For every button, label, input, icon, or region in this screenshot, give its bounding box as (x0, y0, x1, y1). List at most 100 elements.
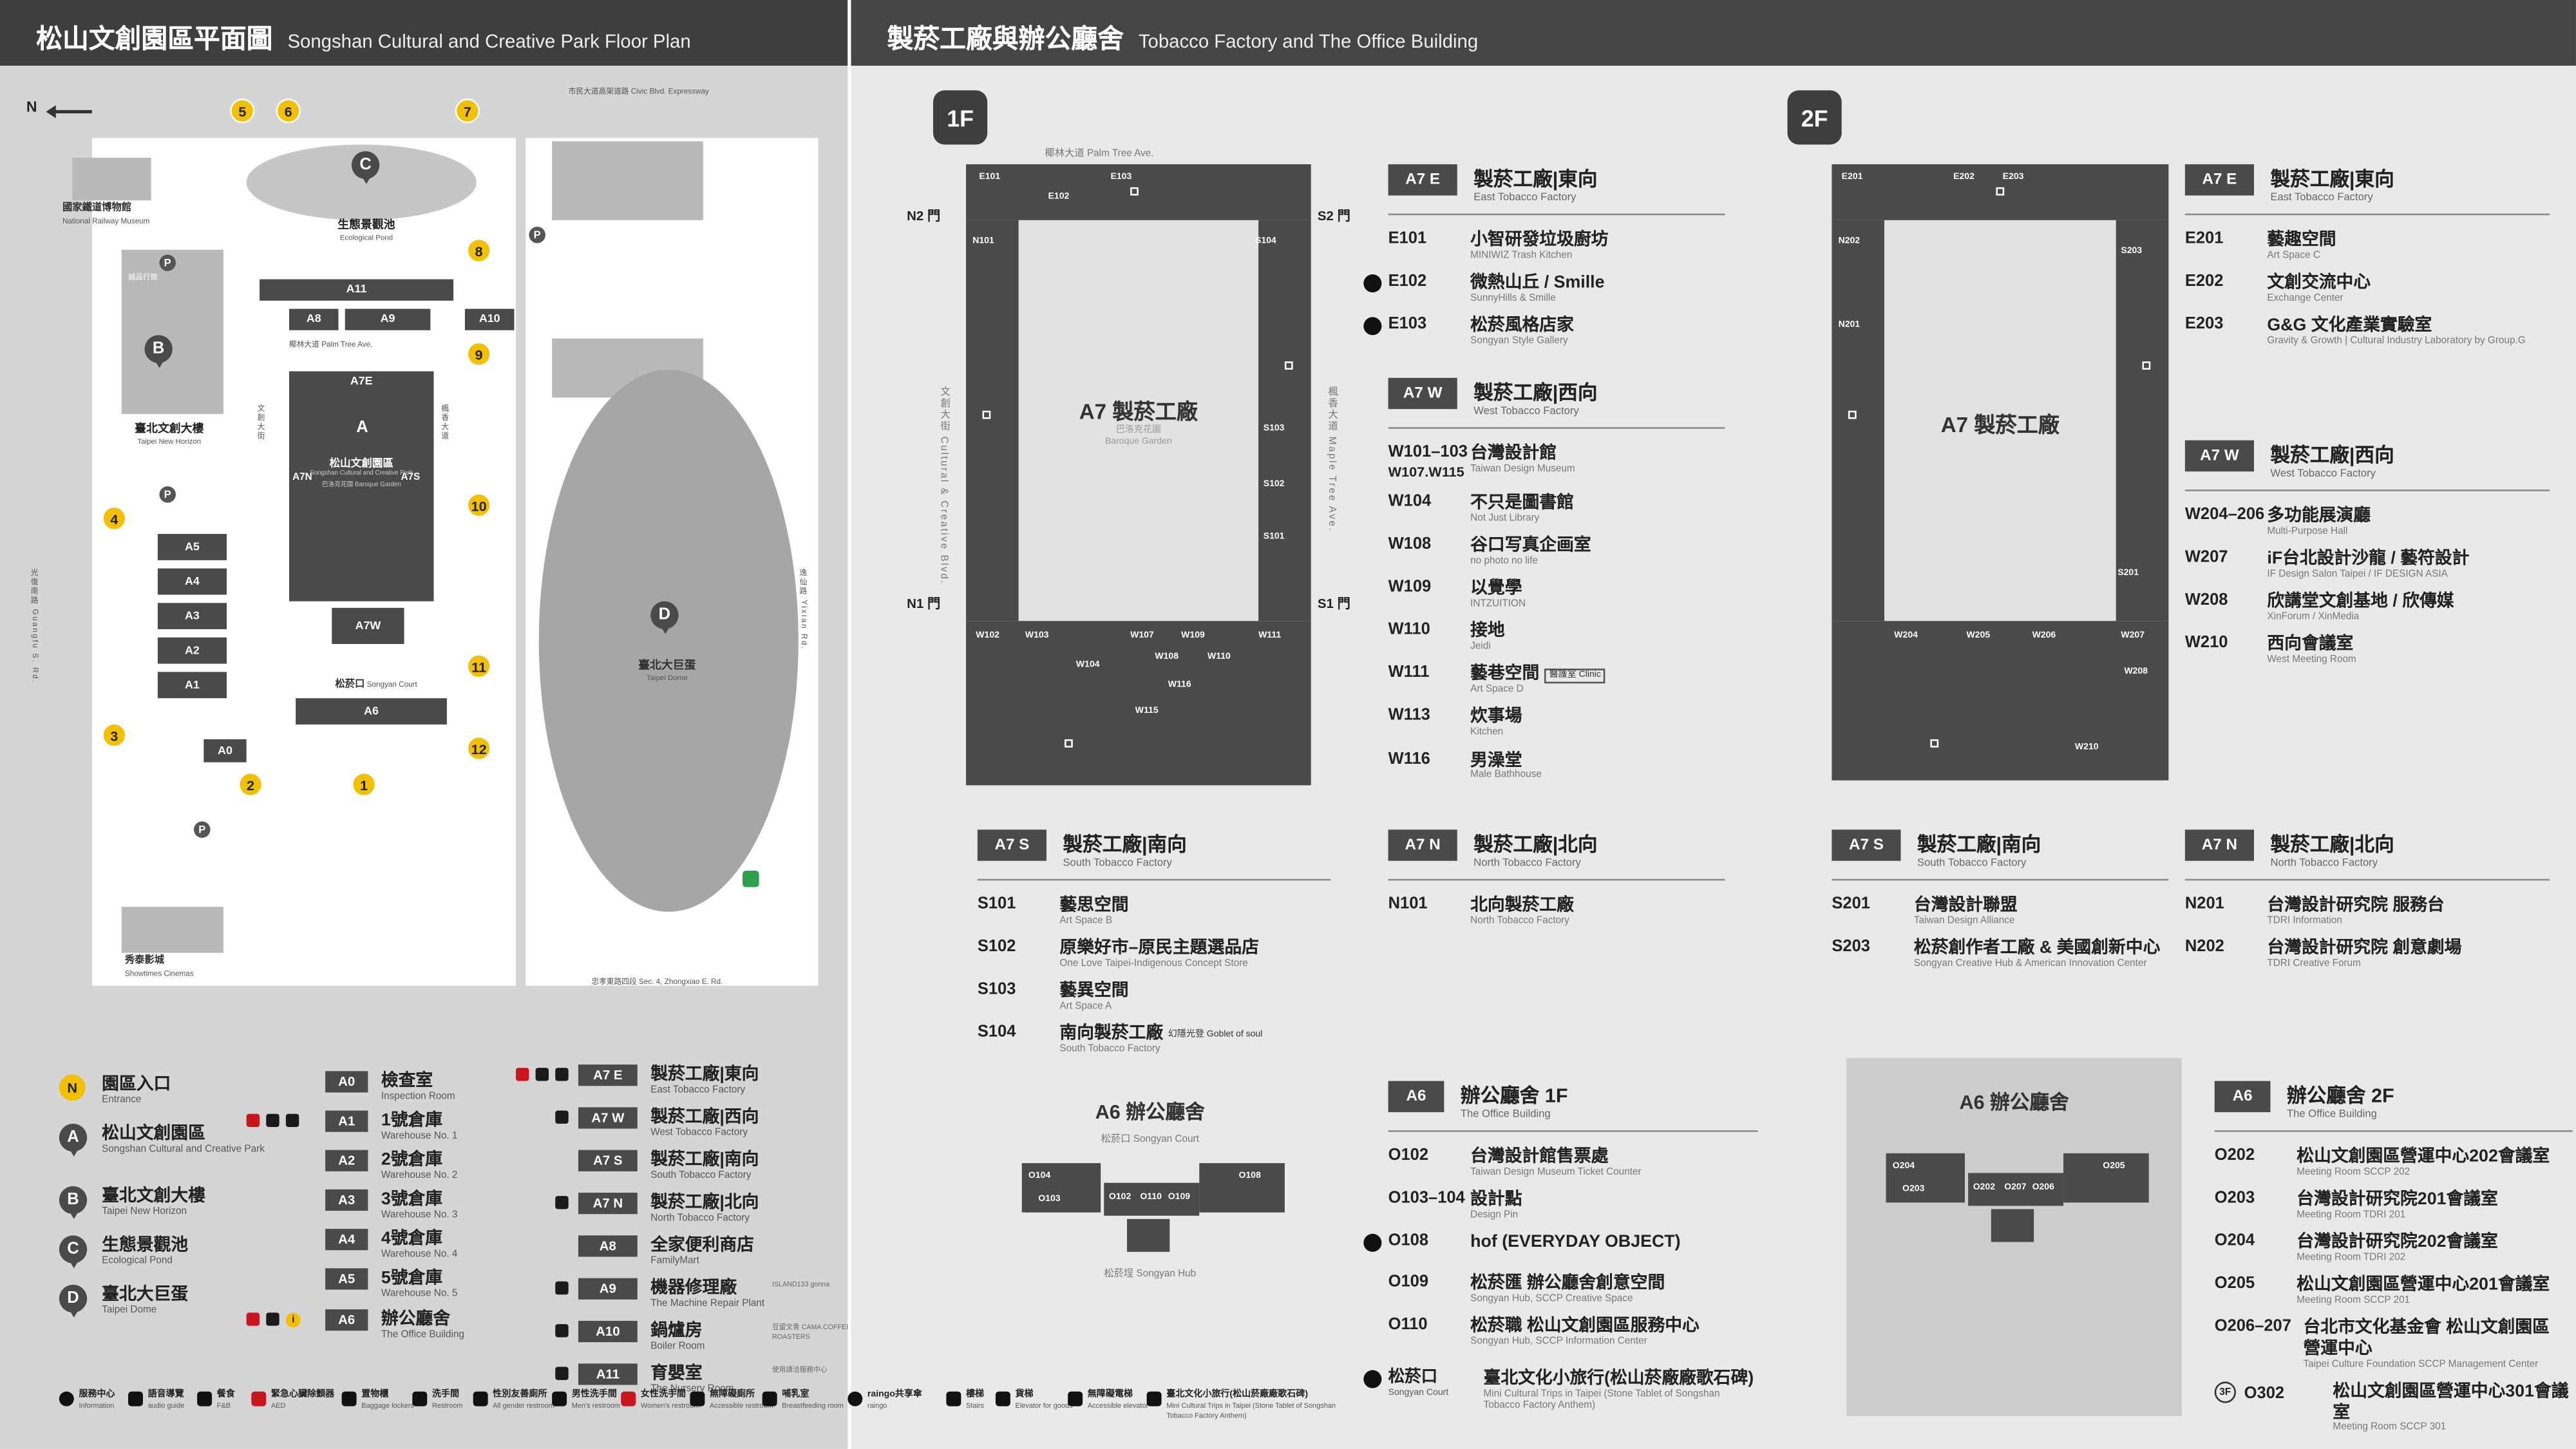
accessible-restroom-icon (690, 1391, 705, 1406)
section-a7w-2f: A7 W 製菸工廠|西向 West Tobacco Factory W204–2… (2184, 440, 2550, 677)
room-entry: S203 松菸創作者工廠 & 美國創新中心 Songyan Creative H… (1832, 938, 2161, 969)
baroque-garden-label: 巴洛克花園 Baroque Garden (321, 481, 401, 488)
building-a1: A1 (157, 672, 227, 699)
tenant-note: ISLAND133 gonna (772, 1280, 830, 1288)
breastfeeding-room-icon (555, 1367, 569, 1380)
building-a3: A3 (157, 603, 227, 630)
street-yixian: 逸仙路 Yixian Rd. (800, 568, 809, 650)
audio-guide-icon (128, 1391, 143, 1406)
restaurant-icon (555, 1281, 569, 1295)
songyan-hub-label: 松菸埕 Songyan Hub (1104, 1269, 1197, 1280)
accessible-restroom-icon (285, 1113, 299, 1127)
taipei-dome-shape (538, 369, 799, 912)
songyan-court-label-map: 松菸口 Songyan Court (335, 680, 417, 690)
eslite-hotel-label: 誠品行旅 (128, 272, 158, 281)
park-green-icon (743, 871, 759, 887)
panel-divider (848, 0, 851, 1449)
section-a7w-1f: A7 W 製菸工廠|西向 West Tobacco Factory W101–1… (1388, 377, 1725, 793)
facility-icon (1130, 187, 1139, 196)
pin-b-icon: B (59, 1186, 88, 1219)
room-entry: S201 台灣設計聯盟 Taiwan Design Alliance (1832, 895, 2018, 926)
building-a9: A9 (345, 308, 431, 330)
room-entry: O109 松菸匯 辦公廳舍創意空間 Songyan Hub, SCCP Crea… (1388, 1273, 1665, 1304)
pin-a-icon: A (59, 1123, 88, 1157)
parking-icon: P (194, 821, 211, 838)
street-guangfu: 光復南路 Guangfu S. Rd. (31, 568, 40, 685)
mens-restroom-icon (535, 1068, 549, 1081)
accessible-restroom-icon (555, 1110, 569, 1124)
north-arrow-icon (46, 106, 92, 117)
room-entry-o302: 3F O302 松山文創園區營運中心301會議室 Meeting Room SC… (2214, 1381, 2573, 1435)
restroom-icon (555, 1196, 569, 1209)
parking-icon: P (159, 486, 176, 503)
facility-icon (1930, 739, 1939, 748)
room-entry: O204 台灣設計研究院202會議室 Meeting Room TDRI 202 (2214, 1232, 2498, 1264)
room-entry: E202 文創交流中心 Exchange Center (2184, 272, 2371, 304)
section-a7s-2f: A7 S 製菸工廠|南向 South Tobacco Factory S201 … (1832, 829, 2169, 981)
restaurant-icon (1363, 274, 1382, 293)
new-horizon-building (121, 249, 223, 414)
tenant-note: 幻隱光登 Goblet of soul (1168, 1030, 1263, 1041)
womens-restroom-icon (246, 1312, 260, 1326)
room-entry: O205 松山文創園區營運中心201會議室 Meeting Room SCCP … (2214, 1275, 2550, 1306)
entrance-7: 7 (455, 99, 480, 124)
door-s1: S1 門 (1317, 596, 1350, 611)
information-icon: i (285, 1312, 301, 1328)
restaurant-icon (1363, 317, 1382, 336)
left-title-zh: 松山文創園區平面圖 (36, 26, 273, 55)
room-entry: E201 藝趣空間 Art Space C (2184, 230, 2336, 261)
entrance-8: 8 (466, 238, 491, 263)
freight-elevator-icon (995, 1391, 1010, 1406)
room-entry: W204–206 多功能展演廳 Multi-Purpose Hall (2184, 506, 2371, 537)
room-entry: O206–207 台北市文化基金會 松山文創園區營運中心 Taipei Cult… (2214, 1318, 2550, 1370)
clinic-note: 醫護室 Clinic (1544, 669, 1606, 684)
entrance-1: 1 (351, 772, 377, 797)
restaurant-icon (555, 1324, 569, 1338)
building-a4: A4 (157, 568, 227, 595)
tenant-note: 豆留文青 CAMA COFFEE ROASTERS (772, 1322, 848, 1340)
facility-icon (1848, 410, 1857, 419)
map-pin-a: A (348, 413, 377, 447)
section-a7n-1f: A7 N 製菸工廠|北向 North Tobacco Factory N101 … (1388, 829, 1725, 938)
facility-icon (1065, 739, 1073, 748)
floor-1f-badge: 1F (933, 90, 988, 145)
street-zhongxiao: 忠孝東路四段 Sec. 4, Zhongxiao E. Rd. (591, 977, 723, 986)
parking-icon: P (529, 227, 545, 243)
room-entry: S102 原樂好市–原民主題選品店 One Love Taipei-Indige… (977, 938, 1259, 969)
accessible-elevator-icon (1068, 1391, 1083, 1406)
room-entry: N101 北向製菸工廠 North Tobacco Factory (1388, 895, 1574, 926)
street-cultural-blvd-map: 文創大街 (258, 404, 267, 441)
facility-icon (2142, 361, 2151, 370)
park-map-panel: N 市民大道高架道路 Civic Blvd. Expressway 光復南路 G… (0, 66, 848, 1449)
room-entry: W113 炊事場 Kitchen (1388, 707, 1522, 738)
room-entry: W109 以覺學 INTZUITION (1388, 578, 1526, 609)
room-entry: W207 iF台北設計沙龍 / 藝符設計 IF Design Salon Tai… (2184, 549, 2470, 580)
railway-museum-building (72, 157, 151, 201)
building-a11: A11 (260, 279, 454, 301)
